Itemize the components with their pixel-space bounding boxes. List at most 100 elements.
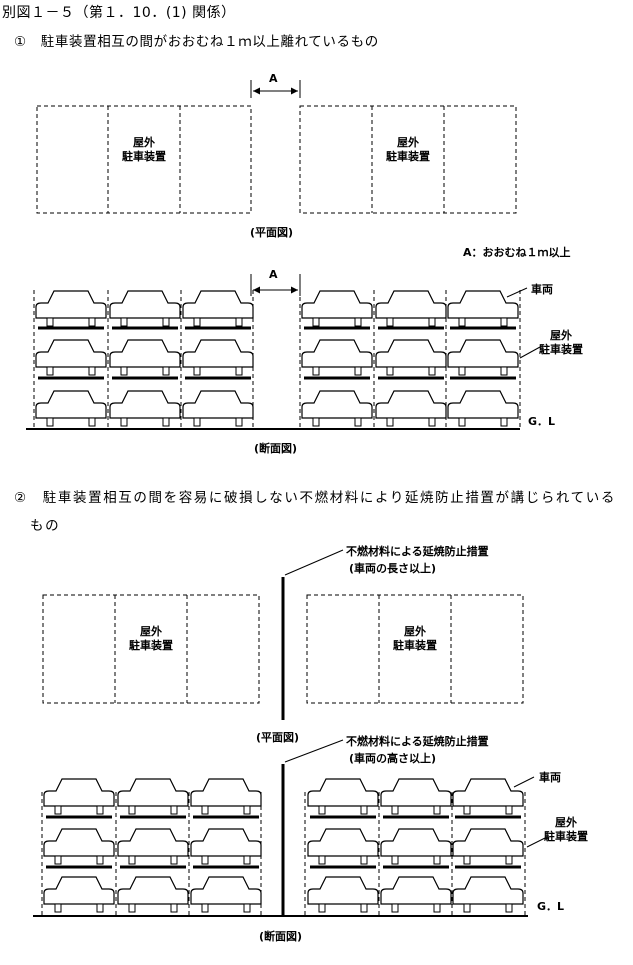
facility-label-line1: 屋外 bbox=[133, 136, 155, 149]
car-body bbox=[452, 876, 524, 905]
vehicle-leader-line bbox=[513, 776, 535, 788]
section2-cross-section bbox=[33, 739, 548, 917]
plan-facility-right bbox=[306, 594, 524, 704]
car-icon bbox=[447, 339, 519, 376]
vehicle-label: 車両 bbox=[539, 771, 561, 784]
car-body bbox=[301, 290, 373, 319]
car-icon bbox=[301, 290, 373, 327]
car-wheel bbox=[170, 855, 178, 865]
car-wheel bbox=[96, 903, 104, 913]
car-icon bbox=[109, 290, 181, 327]
ground-label: G．L bbox=[528, 415, 556, 428]
car-wheel bbox=[170, 805, 178, 815]
car-body bbox=[182, 390, 254, 419]
facility-label-line2: 駐車装置 bbox=[544, 830, 588, 843]
car-body bbox=[190, 828, 262, 857]
barrier-note-detail: (車両の高さ以上) bbox=[349, 752, 437, 765]
car-wheel bbox=[312, 366, 320, 376]
car-wheel bbox=[505, 805, 513, 815]
car-icon bbox=[109, 390, 181, 427]
section2-heading-continued: もの bbox=[30, 518, 61, 534]
car-wheel bbox=[458, 317, 466, 327]
car-wheel bbox=[96, 805, 104, 815]
car-wheel bbox=[88, 366, 96, 376]
car-wheel bbox=[46, 366, 54, 376]
car-body bbox=[375, 339, 447, 368]
car-wheel bbox=[354, 417, 362, 427]
car-icon bbox=[43, 876, 115, 913]
facility-label-line2: 駐車装置 bbox=[386, 150, 430, 163]
car-wheel bbox=[458, 366, 466, 376]
car-icon bbox=[307, 876, 379, 913]
car-wheel bbox=[170, 903, 178, 913]
car-wheel bbox=[162, 417, 170, 427]
car-body bbox=[109, 290, 181, 319]
car-wheel bbox=[360, 805, 368, 815]
car-wheel bbox=[243, 903, 251, 913]
car-body bbox=[452, 828, 524, 857]
car-icon bbox=[375, 390, 447, 427]
facility-label-line2: 駐車装置 bbox=[129, 639, 173, 652]
section2-plan-view bbox=[42, 549, 524, 720]
car-wheel bbox=[46, 317, 54, 327]
car-wheel bbox=[318, 805, 326, 815]
facility-label-line1: 屋外 bbox=[550, 329, 572, 342]
car-icon bbox=[35, 290, 107, 327]
car-wheel bbox=[386, 317, 394, 327]
car-wheel bbox=[463, 855, 471, 865]
car-icon bbox=[452, 876, 524, 913]
car-icon bbox=[452, 778, 524, 815]
facility-label-line1: 屋外 bbox=[397, 136, 419, 149]
car-wheel bbox=[354, 317, 362, 327]
car-wheel bbox=[54, 855, 62, 865]
barrier-leader-line bbox=[284, 549, 344, 576]
car-wheel bbox=[193, 317, 201, 327]
car-wheel bbox=[463, 805, 471, 815]
car-body bbox=[447, 290, 519, 319]
plan-facility-left bbox=[36, 105, 252, 214]
barrier-leader-line bbox=[284, 739, 344, 763]
car-body bbox=[109, 339, 181, 368]
car-icon bbox=[190, 778, 262, 815]
car-body bbox=[109, 390, 181, 419]
facility-leader-line bbox=[526, 836, 548, 848]
car-icon bbox=[301, 390, 373, 427]
car-wheel bbox=[128, 855, 136, 865]
car-body bbox=[117, 876, 189, 905]
car-wheel bbox=[312, 417, 320, 427]
car-wheel bbox=[428, 366, 436, 376]
car-wheel bbox=[235, 417, 243, 427]
facility-label-line2: 駐車装置 bbox=[393, 639, 437, 652]
barrier-note: 不燃材料による延焼防止措置 bbox=[346, 735, 489, 748]
car-wheel bbox=[500, 317, 508, 327]
car-icon bbox=[182, 290, 254, 327]
facility-label-line1: 屋外 bbox=[555, 816, 577, 829]
car-wheel bbox=[318, 855, 326, 865]
car-body bbox=[375, 390, 447, 419]
car-icon bbox=[35, 339, 107, 376]
car-icon bbox=[117, 828, 189, 865]
car-wheel bbox=[463, 903, 471, 913]
car-wheel bbox=[500, 366, 508, 376]
car-wheel bbox=[318, 903, 326, 913]
car-wheel bbox=[235, 317, 243, 327]
car-icon bbox=[375, 339, 447, 376]
car-body bbox=[35, 290, 107, 319]
car-icon bbox=[43, 778, 115, 815]
car-wheel bbox=[88, 417, 96, 427]
car-wheel bbox=[391, 805, 399, 815]
vehicle-leader-line bbox=[506, 287, 528, 298]
car-wheel bbox=[386, 417, 394, 427]
car-body bbox=[452, 778, 524, 807]
car-wheel bbox=[128, 903, 136, 913]
car-wheel bbox=[162, 366, 170, 376]
facility-label: 屋外 駐車装置 bbox=[104, 136, 184, 164]
dimension-label: A bbox=[269, 72, 278, 85]
section1-cross-section bbox=[26, 274, 541, 430]
car-wheel bbox=[120, 366, 128, 376]
car-icon bbox=[35, 390, 107, 427]
car-wheel bbox=[120, 417, 128, 427]
car-icon bbox=[182, 390, 254, 427]
facility-label: 屋外 駐車装置 bbox=[375, 625, 455, 653]
